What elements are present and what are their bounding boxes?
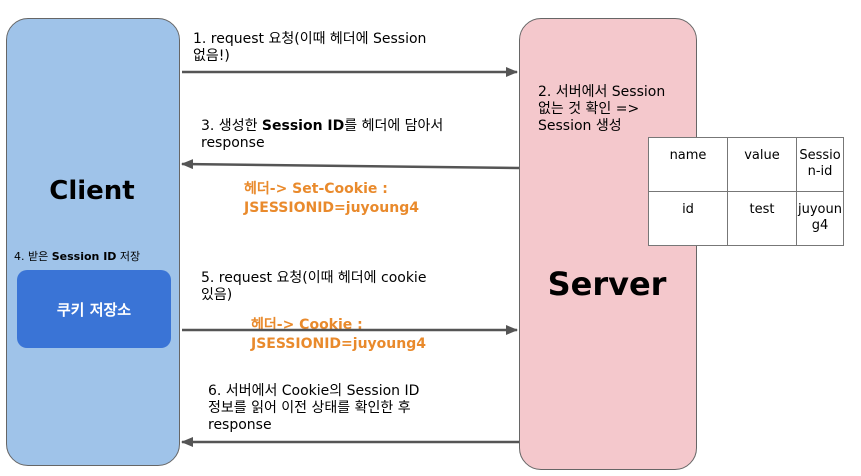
session-cell-value: test xyxy=(727,191,797,246)
step4-caption: 4. 받은 Session ID 저장 xyxy=(14,248,140,264)
session-table-row: id test juyoung4 xyxy=(648,191,844,246)
step3-prefix: 3. 생성한 xyxy=(201,118,262,134)
step2-label: 2. 서버에서 Session 없는 것 확인 => Session 생성 xyxy=(538,84,666,134)
arrow-step3-response xyxy=(181,159,520,170)
step3-header-text: 헤더-> Set-Cookie : JSESSIONID=juyoung4 xyxy=(244,181,419,216)
step3-label: 3. 생성한 Session ID를 헤더에 담아서 response xyxy=(201,118,443,152)
step4-suffix: 저장 xyxy=(116,250,141,263)
step3-suffix: 를 헤더에 담아서 xyxy=(344,118,444,134)
step1-label: 1. request 요청(이때 헤더에 Session 없음!) xyxy=(193,31,427,64)
session-cell-name: id xyxy=(648,191,728,246)
step5-label: 5. request 요청(이때 헤더에 cookie 있음) xyxy=(201,270,427,303)
session-cell-session-id: juyoung4 xyxy=(796,191,844,246)
server-title: Server xyxy=(547,265,667,303)
step4-bold: Session ID xyxy=(51,250,117,263)
step3-bold: Session ID xyxy=(261,118,345,134)
step4-prefix: 4. 받은 xyxy=(14,250,52,263)
session-header-value: value xyxy=(727,137,797,192)
cookie-store-box: 쿠키 저장소 xyxy=(17,270,171,348)
client-title: Client xyxy=(49,176,135,206)
step6-label: 6. 서버에서 Cookie의 Session ID 정보를 읽어 이전 상태를… xyxy=(208,383,420,433)
session-header-name: name xyxy=(648,137,728,192)
step3-line2: response xyxy=(201,135,265,151)
session-table: name value Session-id id test juyoung4 xyxy=(648,137,844,246)
client-lane xyxy=(6,18,180,466)
